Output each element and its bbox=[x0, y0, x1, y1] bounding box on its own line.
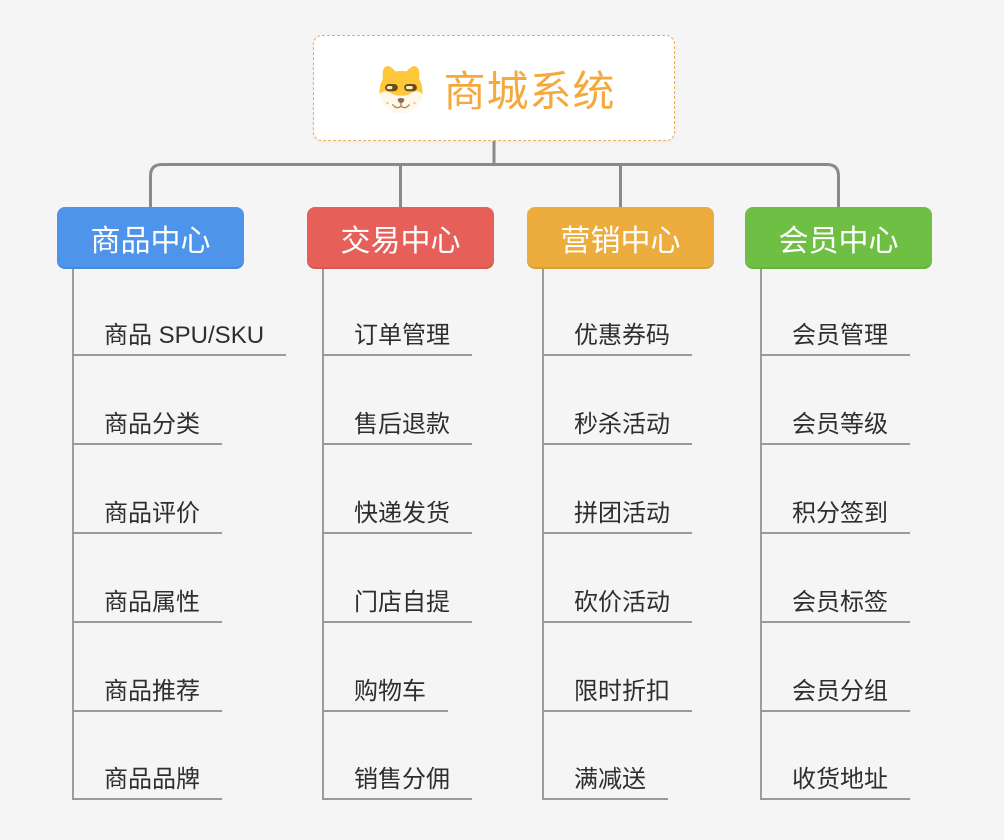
leaf-node[interactable]: 门店自提 bbox=[322, 587, 472, 623]
leaf-node[interactable]: 收货地址 bbox=[760, 764, 910, 800]
leaf-node[interactable]: 满减送 bbox=[542, 764, 668, 800]
leaf-node[interactable]: 商品品牌 bbox=[72, 764, 222, 800]
branch-node-4[interactable]: 会员中心 bbox=[745, 207, 932, 269]
leaf-node[interactable]: 订单管理 bbox=[322, 320, 472, 356]
leaf-node[interactable]: 商品推荐 bbox=[72, 676, 222, 712]
leaf-node[interactable]: 售后退款 bbox=[322, 409, 472, 445]
branch-spine-2 bbox=[322, 268, 324, 800]
leaf-node[interactable]: 商品属性 bbox=[72, 587, 222, 623]
branch-spine-1 bbox=[72, 268, 74, 800]
shiba-dog-icon bbox=[372, 61, 430, 116]
branch-node-2[interactable]: 交易中心 bbox=[307, 207, 494, 269]
leaf-node[interactable]: 优惠券码 bbox=[542, 320, 692, 356]
branch-spine-4 bbox=[760, 268, 762, 800]
branch-node-1[interactable]: 商品中心 bbox=[57, 207, 244, 269]
leaf-node[interactable]: 销售分佣 bbox=[322, 764, 472, 800]
leaf-node[interactable]: 商品评价 bbox=[72, 498, 222, 534]
leaf-node[interactable]: 限时折扣 bbox=[542, 676, 692, 712]
leaf-node[interactable]: 购物车 bbox=[322, 676, 448, 712]
leaf-node[interactable]: 秒杀活动 bbox=[542, 409, 692, 445]
branch-spine-3 bbox=[542, 268, 544, 800]
branch-node-3[interactable]: 营销中心 bbox=[527, 207, 714, 269]
leaf-node[interactable]: 砍价活动 bbox=[542, 587, 692, 623]
leaf-node[interactable]: 会员等级 bbox=[760, 409, 910, 445]
leaf-node[interactable]: 积分签到 bbox=[760, 498, 910, 534]
leaf-node[interactable]: 会员管理 bbox=[760, 320, 910, 356]
leaf-node[interactable]: 快递发货 bbox=[322, 498, 472, 534]
root-node[interactable]: 商城系统 bbox=[313, 35, 675, 141]
leaf-node[interactable]: 商品 SPU/SKU bbox=[72, 320, 287, 356]
leaf-node[interactable]: 会员分组 bbox=[760, 676, 910, 712]
leaf-node[interactable]: 商品分类 bbox=[72, 409, 222, 445]
leaf-node[interactable]: 拼团活动 bbox=[542, 498, 692, 534]
root-title: 商城系统 bbox=[443, 67, 616, 115]
leaf-node[interactable]: 会员标签 bbox=[760, 587, 910, 623]
